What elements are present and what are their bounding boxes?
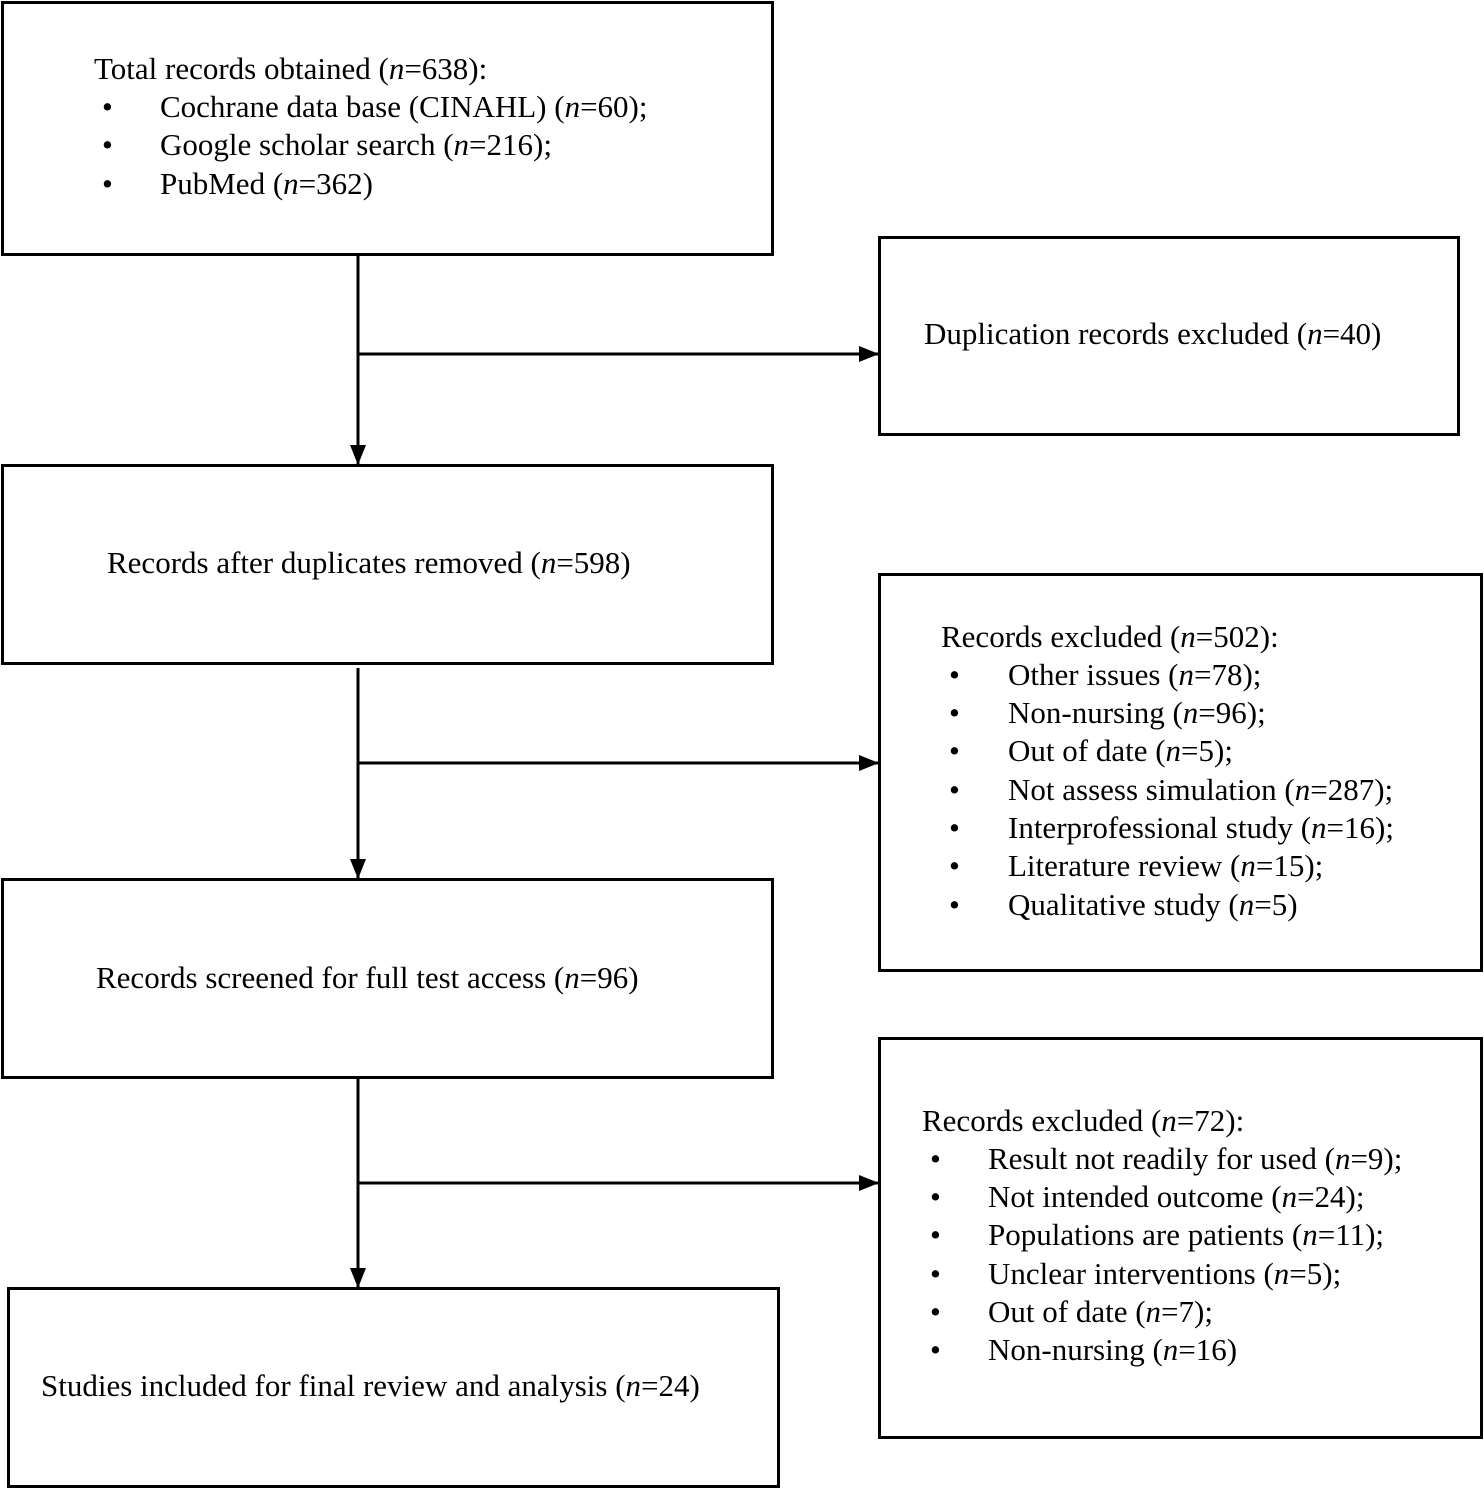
exclusion-item: Non-nursing (n=16) — [988, 1332, 1238, 1367]
exclusion-item: Populations are patients (n=11); — [988, 1217, 1385, 1252]
source-item: Cochrane data base (CINAHL) (n=60); — [160, 89, 648, 124]
exclusion-item: Out of date (n=7); — [988, 1294, 1213, 1329]
bullet-icon: • — [930, 1217, 941, 1252]
records-excluded-2-title: Records excluded (n=72): — [922, 1103, 1245, 1138]
after-duplicates-title: Records after duplicates removed (n=598) — [107, 545, 631, 580]
bullet-icon: • — [949, 657, 960, 692]
total-records-title: Total records obtained (n=638): — [94, 51, 488, 86]
bullet-icon: • — [949, 733, 960, 768]
bullet-icon: • — [930, 1179, 941, 1214]
bullet-icon: • — [930, 1332, 941, 1367]
bullet-icon: • — [949, 695, 960, 730]
exclusion-item: Other issues (n=78); — [1008, 657, 1262, 692]
box-after-duplicates — [1, 464, 774, 665]
exclusion-item: Non-nursing (n=96); — [1008, 695, 1266, 730]
bullet-icon: • — [102, 89, 113, 124]
source-item: PubMed (n=362) — [160, 166, 373, 201]
exclusion-item: Out of date (n=5); — [1008, 733, 1233, 768]
exclusion-item: Literature review (n=15); — [1008, 848, 1324, 883]
exclusion-item: Not assess simulation (n=287); — [1008, 772, 1394, 807]
source-item: Google scholar search (n=216); — [160, 127, 552, 162]
box-records-screened — [1, 878, 774, 1079]
records-excluded-1-title: Records excluded (n=502): — [941, 619, 1279, 654]
box-studies-included — [7, 1287, 780, 1488]
records-screened-title: Records screened for full test access (n… — [96, 960, 639, 995]
box-duplication-excluded — [878, 236, 1460, 436]
bullet-icon: • — [930, 1256, 941, 1291]
bullet-icon: • — [102, 127, 113, 162]
bullet-icon: • — [949, 848, 960, 883]
bullet-icon: • — [102, 166, 113, 201]
studies-included-title: Studies included for final review and an… — [41, 1368, 700, 1403]
bullet-icon: • — [949, 810, 960, 845]
box-records-excluded-1 — [878, 573, 1483, 972]
box-total-records — [1, 1, 774, 256]
bullet-icon: • — [930, 1294, 941, 1329]
duplication-excluded-title: Duplication records excluded (n=40) — [924, 316, 1382, 351]
bullet-icon: • — [949, 772, 960, 807]
bullet-icon: • — [930, 1141, 941, 1176]
exclusion-item: Interprofessional study (n=16); — [1008, 810, 1394, 845]
exclusion-item: Qualitative study (n=5) — [1008, 887, 1298, 922]
exclusion-item: Not intended outcome (n=24); — [988, 1179, 1365, 1214]
box-records-excluded-2 — [878, 1037, 1483, 1439]
exclusion-item: Unclear interventions (n=5); — [988, 1256, 1342, 1291]
exclusion-item: Result not readily for used (n=9); — [988, 1141, 1403, 1176]
bullet-icon: • — [949, 887, 960, 922]
